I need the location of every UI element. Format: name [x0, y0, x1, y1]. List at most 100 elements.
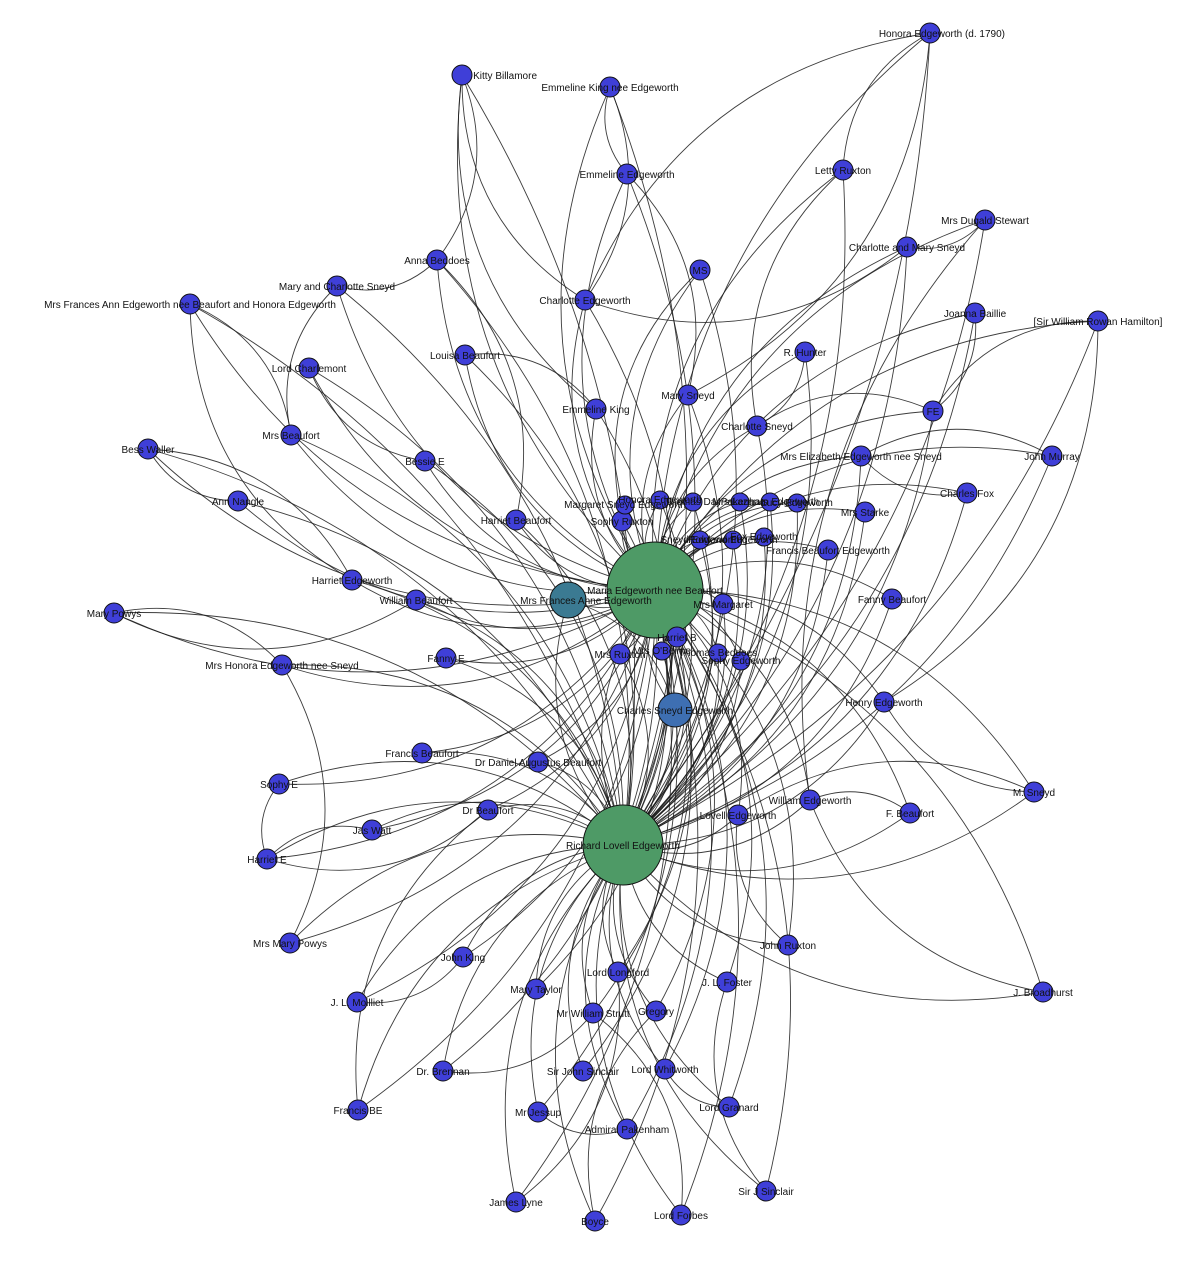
node-fbE[interactable]: [817, 539, 839, 561]
node-label-drBrennan: Dr. Brennan: [416, 1067, 469, 1078]
node-charMary[interactable]: [896, 236, 918, 258]
node-label-cluster7: Sneyd Edgeworth: [661, 535, 740, 546]
node-lordLongford[interactable]: [607, 961, 629, 983]
node-charE[interactable]: [574, 289, 596, 311]
node-honoraD[interactable]: [919, 22, 941, 44]
node-jBroadhurst[interactable]: [1032, 981, 1054, 1003]
node-harrietE2[interactable]: [256, 848, 278, 870]
node-fe[interactable]: [922, 400, 944, 422]
node-maryTaylor[interactable]: [525, 978, 547, 1000]
node-drBeaufort[interactable]: [477, 799, 499, 821]
edge-gregory-maria: [654, 589, 715, 1012]
node-mrWilliam[interactable]: [582, 1002, 604, 1024]
node-charlesse[interactable]: [657, 692, 693, 728]
node-drDaniel[interactable]: [527, 751, 549, 773]
node-francisBE[interactable]: [347, 1099, 369, 1121]
node-emmKing2[interactable]: [585, 398, 607, 420]
node-annNangle[interactable]: [227, 490, 249, 512]
node-bessW[interactable]: [137, 438, 159, 460]
node-richard[interactable]: [582, 804, 664, 886]
node-hamilton[interactable]: [1087, 310, 1109, 332]
node-emmE[interactable]: [616, 163, 638, 185]
node-admiral[interactable]: [616, 1118, 638, 1140]
node-lordC[interactable]: [298, 357, 320, 379]
node-mrsBeaufort[interactable]: [280, 424, 302, 446]
node-gregory[interactable]: [645, 1000, 667, 1022]
node-frances[interactable]: [549, 581, 587, 619]
edge-lordC-richard: [308, 367, 624, 846]
node-joanna[interactable]: [964, 302, 986, 324]
node-fBeaufort[interactable]: [899, 802, 921, 824]
node-lordWhitworth[interactable]: [654, 1058, 676, 1080]
node-sirJSinclair[interactable]: [755, 1180, 777, 1202]
node-marySneyd[interactable]: [677, 384, 699, 406]
node-johnRuxton[interactable]: [777, 934, 799, 956]
edge-honoraD-charE: [584, 32, 931, 301]
node-jamesLyne[interactable]: [505, 1191, 527, 1213]
node-cluster9[interactable]: [754, 527, 774, 547]
node-cluster2[interactable]: [650, 490, 670, 510]
node-lordForbes[interactable]: [670, 1204, 692, 1226]
node-label-williamE: William Edgeworth: [769, 796, 852, 807]
node-johnMurray[interactable]: [1041, 445, 1063, 467]
node-cluster6[interactable]: [787, 493, 807, 513]
node-cluster11[interactable]: [652, 641, 672, 661]
node-charSneyd[interactable]: [746, 415, 768, 437]
node-harrietB2[interactable]: [666, 626, 688, 648]
node-cluster1[interactable]: [615, 495, 635, 515]
node-mSneyd[interactable]: [1023, 781, 1045, 803]
node-boyce[interactable]: [584, 1210, 606, 1232]
node-mrsMargaret[interactable]: [712, 593, 734, 615]
node-fannyB[interactable]: [881, 588, 903, 610]
node-sophyE[interactable]: [268, 773, 290, 795]
node-cluster4[interactable]: [730, 492, 750, 512]
node-mrsEliz[interactable]: [850, 445, 872, 467]
node-mrJessup[interactable]: [527, 1101, 549, 1123]
node-harrietE[interactable]: [341, 569, 363, 591]
node-williamE[interactable]: [799, 789, 821, 811]
node-charlesFox[interactable]: [956, 482, 978, 504]
node-label-joanna: Joanna Baillie: [944, 309, 1007, 320]
node-johnKing[interactable]: [452, 946, 474, 968]
node-letty[interactable]: [832, 159, 854, 181]
edge-dugald-richard: [622, 219, 986, 846]
node-dugald[interactable]: [974, 209, 996, 231]
node-maria[interactable]: [606, 541, 704, 639]
edge-maryPowys-richard: [113, 612, 624, 846]
node-maryPowys[interactable]: [103, 602, 125, 624]
node-cluster8[interactable]: [723, 530, 743, 550]
node-lordGranard[interactable]: [718, 1096, 740, 1118]
node-louisa[interactable]: [454, 344, 476, 366]
node-bessieE[interactable]: [414, 450, 436, 472]
node-henryE[interactable]: [873, 691, 895, 713]
node-fannyE[interactable]: [435, 647, 457, 669]
node-cluster12[interactable]: [708, 643, 728, 663]
node-emmKing[interactable]: [599, 76, 621, 98]
node-ms[interactable]: [689, 259, 711, 281]
node-rHunter[interactable]: [794, 341, 816, 363]
node-drBrennan[interactable]: [432, 1060, 454, 1082]
node-jasWatt[interactable]: [361, 819, 383, 841]
node-kitty[interactable]: [451, 64, 473, 86]
node-mrsHonora[interactable]: [271, 654, 293, 676]
node-maryChar[interactable]: [326, 275, 348, 297]
node-sirJohnS[interactable]: [572, 1060, 594, 1082]
node-cluster10[interactable]: [731, 651, 751, 671]
node-mrsStarke[interactable]: [854, 501, 876, 523]
node-mrsMaryPowys[interactable]: [279, 932, 301, 954]
node-jlMoilliet[interactable]: [346, 991, 368, 1013]
node-cluster7[interactable]: [690, 530, 710, 550]
node-jlFoster[interactable]: [716, 971, 738, 993]
node-label-fbE: Francis Beaufort Edgeworth: [766, 546, 890, 557]
edge-jBroadhurst-richard: [622, 844, 1044, 1001]
node-francisB[interactable]: [411, 742, 433, 764]
node-lovellE[interactable]: [727, 804, 749, 826]
node-cluster5[interactable]: [760, 492, 780, 512]
node-cluster3[interactable]: [683, 492, 703, 512]
node-harrietB[interactable]: [505, 509, 527, 531]
node-mrsRuxton[interactable]: [609, 643, 631, 665]
node-williamB[interactable]: [405, 589, 427, 611]
node-label-charE: Charlotte Edgeworth: [539, 296, 630, 307]
node-annaB[interactable]: [426, 249, 448, 271]
node-mrsFrAnn[interactable]: [179, 293, 201, 315]
